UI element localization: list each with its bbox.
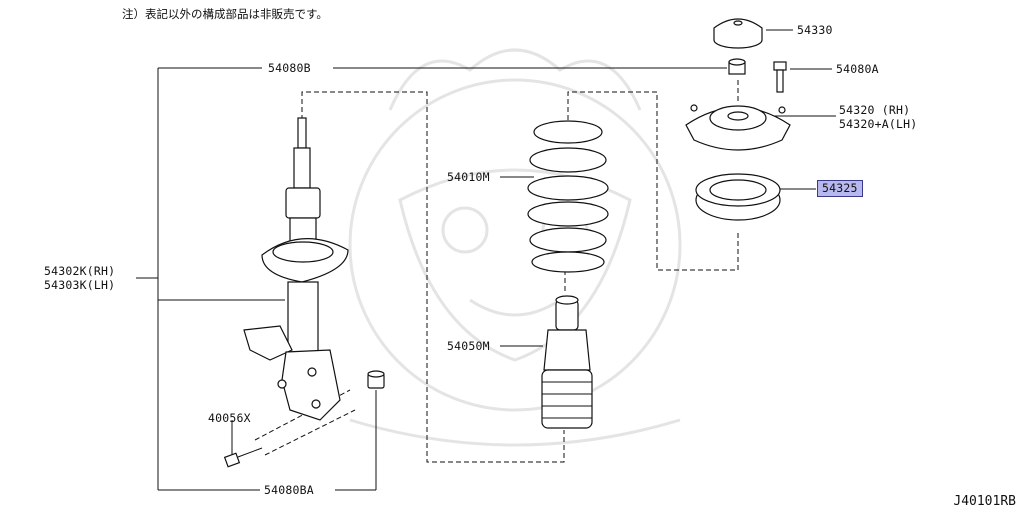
label-54325-highlighted[interactable]: 54325 [817,180,863,197]
label-54320-rh[interactable]: 54320 (RH) [839,103,911,117]
diagram-code: J40101RB [953,494,1016,509]
part-54320-mount[interactable] [685,104,791,151]
label-54050m[interactable]: 54050M [447,339,490,353]
label-40056x[interactable]: 40056X [208,411,251,425]
part-54302k-strut[interactable] [243,117,349,421]
part-54325-bearing[interactable] [695,173,781,221]
leader-lines [136,29,836,491]
label-54080ba[interactable]: 54080BA [264,483,314,497]
part-54010m-spring[interactable] [527,120,609,273]
label-54010m[interactable]: 54010M [447,170,490,184]
part-54330-cap[interactable] [713,18,763,49]
label-54080a[interactable]: 54080A [836,62,879,76]
part-54080a-bolt[interactable] [773,61,787,93]
label-54080b[interactable]: 54080B [268,61,311,75]
label-54320-lh[interactable]: 54320+A(LH) [839,117,918,131]
part-54080b-nut[interactable] [728,58,746,75]
non-sale-note: 注）表記以外の構成部品は非販売です。 [122,7,328,21]
part-40056x-bolt[interactable] [223,447,263,468]
part-54050m-bumpstop[interactable] [541,295,593,429]
label-54330[interactable]: 54330 [797,23,833,37]
label-54303k[interactable]: 54303K(LH) [44,278,116,292]
label-54302k[interactable]: 54302K(RH) [44,264,116,278]
part-54080ba-nut[interactable] [367,370,385,389]
watermark-emblem [348,48,682,447]
